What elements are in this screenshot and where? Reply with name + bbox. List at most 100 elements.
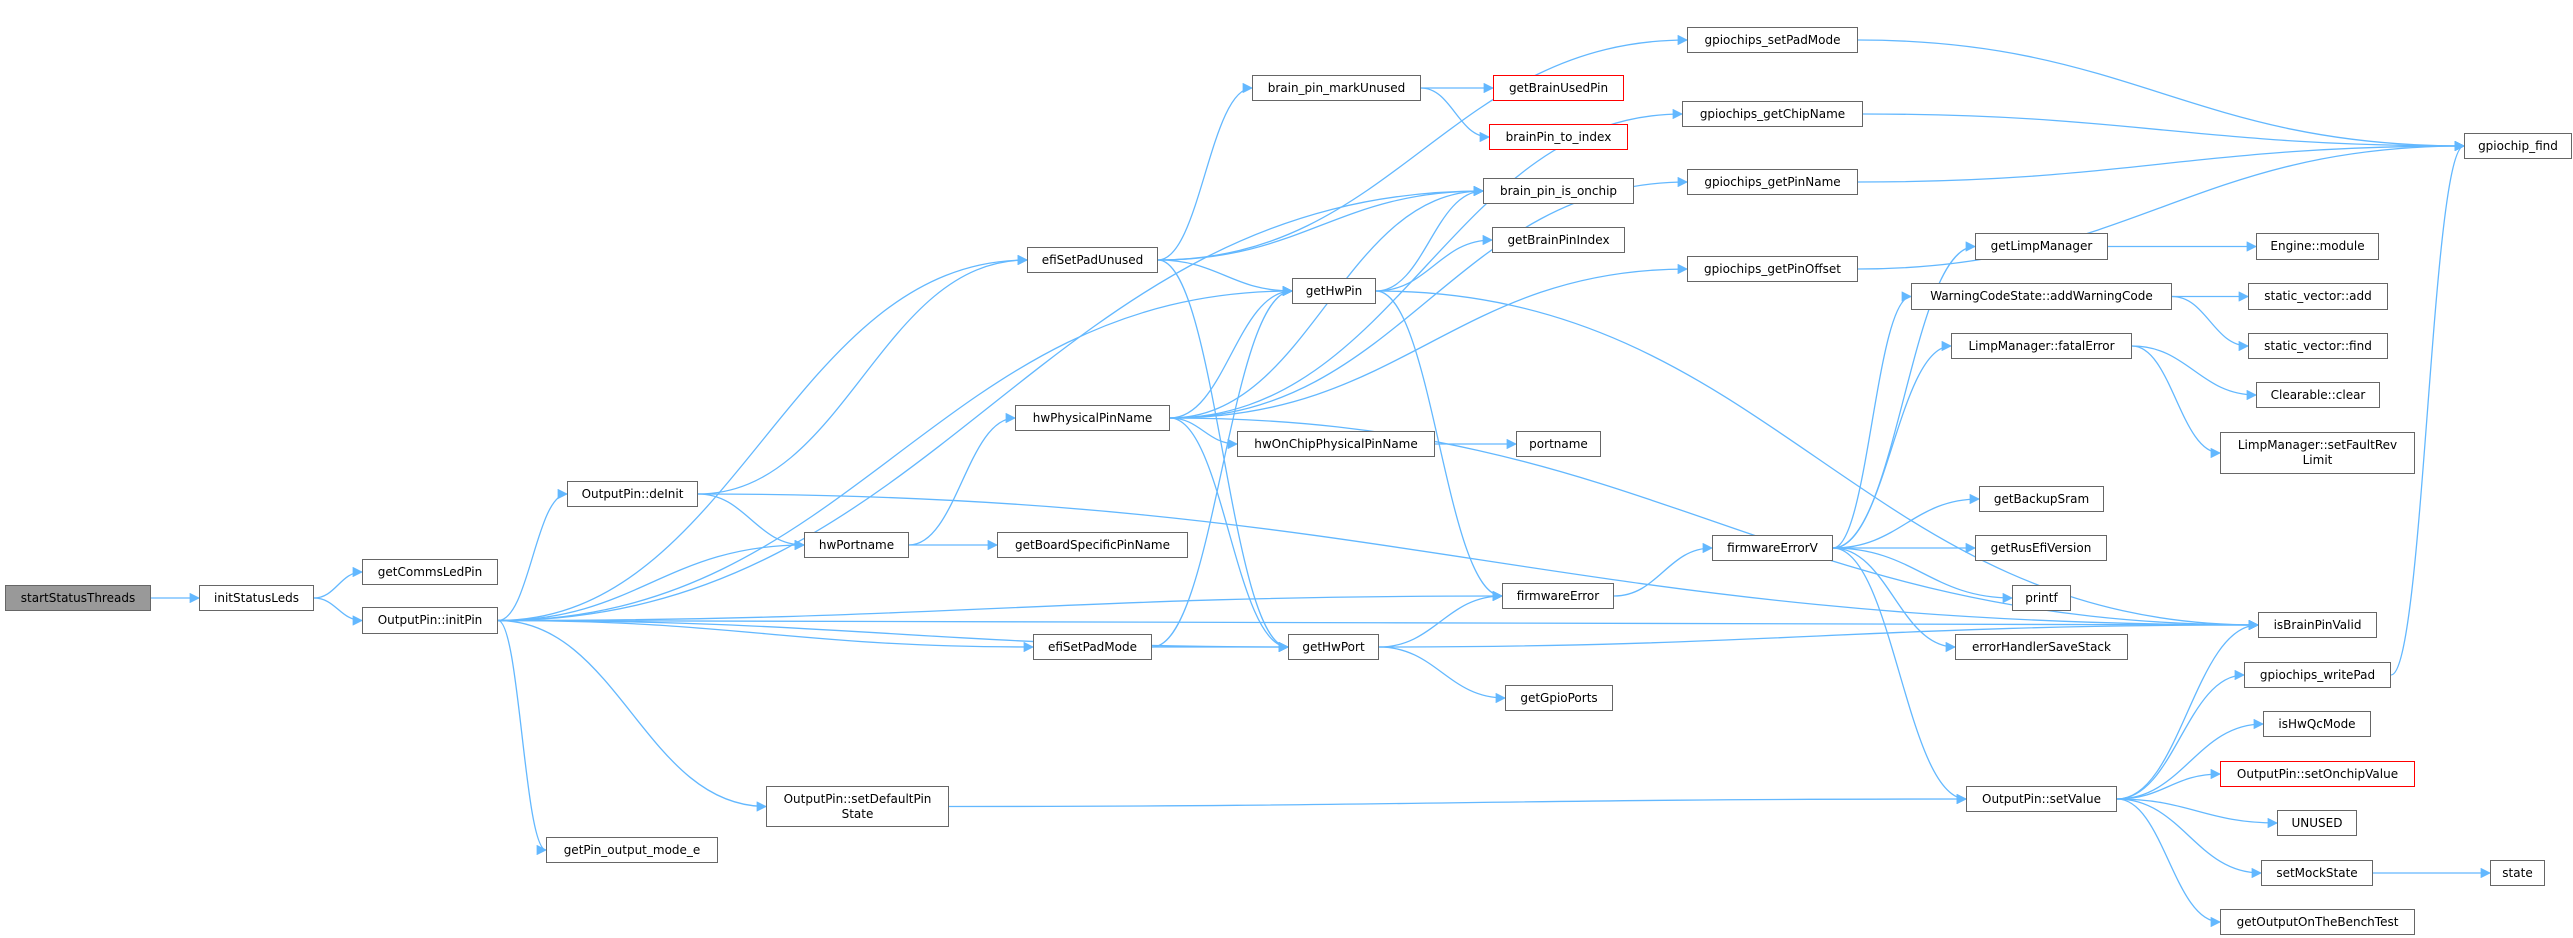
graph-node-deInit[interactable]: OutputPin::deInit [567, 481, 698, 507]
call-edge-firmwareErrorV-to-errorHandlerSaveStack [1832, 547, 1957, 653]
graph-node-hwOnChipPhysicalPinName[interactable]: hwOnChipPhysicalPinName [1237, 431, 1435, 457]
graph-node-static_vector_find[interactable]: static_vector::find [2248, 333, 2388, 359]
graph-node-hwPortname[interactable]: hwPortname [804, 532, 909, 558]
call-edge-firmwareErrorV-to-addWarningCode [1832, 291, 1913, 549]
graph-node-getBrainUsedPin[interactable]: getBrainUsedPin [1493, 75, 1624, 101]
graph-node-isHwQcMode[interactable]: isHwQcMode [2263, 711, 2371, 737]
graph-node-firmwareErrorV[interactable]: firmwareErrorV [1712, 535, 1833, 561]
call-edge-hwPhysicalPinName-to-gpiochips_getPinOffset [1169, 263, 1689, 419]
call-edge-efiSetPadUnused-to-getHwPort [1157, 259, 1290, 653]
call-edge-hwPhysicalPinName-to-hwOnChipPhysicalPinName [1169, 417, 1239, 450]
call-edge-initStatusLeds-to-getCommsLedPin [313, 566, 364, 599]
call-edge-gpiochips_getPinOffset-to-gpiochip_find [1857, 140, 2466, 270]
call-edge-initPin-to-getPin_output_mode_e [497, 619, 548, 856]
graph-node-Clearable_clear[interactable]: Clearable::clear [2256, 382, 2380, 408]
graph-node-getBrainPinIndex[interactable]: getBrainPinIndex [1492, 227, 1625, 253]
graph-node-brain_pin_is_onchip[interactable]: brain_pin_is_onchip [1483, 178, 1634, 204]
graph-node-initStatusLeds[interactable]: initStatusLeds [199, 585, 314, 611]
graph-node-setOnchipValue[interactable]: OutputPin::setOnchipValue [2220, 761, 2415, 787]
call-edge-getHwPort-to-firmwareError [1378, 590, 1504, 648]
graph-node-UNUSED[interactable]: UNUSED [2277, 810, 2357, 836]
graph-node-getBoardSpecificPinName[interactable]: getBoardSpecificPinName [997, 532, 1188, 558]
graph-node-gpiochips_getChipName[interactable]: gpiochips_getChipName [1682, 101, 1863, 127]
graph-node-hwPhysicalPinName[interactable]: hwPhysicalPinName [1015, 405, 1170, 431]
graph-node-fatalError[interactable]: LimpManager::fatalError [1951, 333, 2132, 359]
graph-node-portname[interactable]: portname [1516, 431, 1601, 457]
graph-node-Engine_module[interactable]: Engine::module [2256, 233, 2379, 260]
graph-node-getLimpManager[interactable]: getLimpManager [1975, 233, 2108, 260]
call-edge-hwPhysicalPinName-to-isBrainPinValid [1169, 417, 2260, 631]
call-edge-efiSetPadUnused-to-brain_pin_markUnused [1157, 82, 1254, 261]
graph-node-getHwPin[interactable]: getHwPin [1292, 278, 1376, 304]
call-edge-gpiochips_writePad-to-gpiochip_find [2390, 140, 2466, 676]
call-edge-initStatusLeds-to-initPin [313, 597, 364, 626]
graph-node-getCommsLedPin[interactable]: getCommsLedPin [362, 559, 498, 585]
call-edge-getHwPin-to-isBrainPinValid [1375, 290, 2260, 631]
call-edge-setValue-to-isBrainPinValid [2116, 619, 2260, 800]
call-edge-getHwPin-to-getBrainPinIndex [1375, 234, 1494, 292]
graph-node-setDefaultPinState[interactable]: OutputPin::setDefaultPin State [766, 786, 949, 827]
graph-node-brain_pin_markUnused[interactable]: brain_pin_markUnused [1252, 75, 1421, 101]
graph-node-getGpioPorts[interactable]: getGpioPorts [1505, 685, 1613, 711]
graph-node-efiSetPadMode[interactable]: efiSetPadMode [1033, 634, 1152, 660]
graph-node-gpiochips_writePad[interactable]: gpiochips_writePad [2244, 662, 2391, 688]
call-edge-setValue-to-isHwQcMode [2116, 718, 2265, 800]
call-edge-fatalError-to-Clearable_clear [2131, 345, 2258, 401]
call-edge-firmwareError-to-firmwareErrorV [1613, 542, 1714, 597]
graph-node-gpiochip_find[interactable]: gpiochip_find [2464, 133, 2572, 159]
call-edge-setDefaultPinState-to-setValue [948, 793, 1968, 808]
graph-node-state[interactable]: state [2490, 860, 2545, 886]
graph-node-startStatusThreads: startStatusThreads [5, 585, 151, 611]
call-edge-efiSetPadUnused-to-getHwPin [1157, 259, 1294, 297]
call-edge-initPin-to-brain_pin_is_onchip [497, 185, 1485, 622]
call-edge-initPin-to-setDefaultPinState [497, 619, 768, 812]
call-edge-gpiochips_getChipName-to-gpiochip_find [1862, 113, 2466, 152]
call-edge-getHwPort-to-getGpioPorts [1378, 646, 1507, 704]
graph-node-static_vector_add[interactable]: static_vector::add [2248, 283, 2388, 310]
call-edge-firmwareErrorV-to-printf [1832, 547, 2014, 604]
graph-node-efiSetPadUnused[interactable]: efiSetPadUnused [1027, 247, 1158, 273]
call-edge-efiSetPadUnused-to-brain_pin_is_onchip [1157, 185, 1485, 261]
graph-node-addWarningCode[interactable]: WarningCodeState::addWarningCode [1911, 283, 2172, 310]
graph-node-errorHandlerSaveStack[interactable]: errorHandlerSaveStack [1955, 634, 2128, 660]
call-edge-hwPhysicalPinName-to-brain_pin_is_onchip [1169, 185, 1485, 419]
graph-node-getHwPort[interactable]: getHwPort [1288, 634, 1379, 660]
call-edge-setValue-to-gpiochips_writePad [2116, 669, 2246, 800]
graph-node-printf[interactable]: printf [2012, 585, 2071, 611]
call-edge-setValue-to-getOutputOnTheBenchTest [2116, 798, 2222, 928]
graph-node-getOutputOnTheBenchTest[interactable]: getOutputOnTheBenchTest [2220, 909, 2415, 935]
graph-node-brainPin_to_index[interactable]: brainPin_to_index [1489, 124, 1628, 150]
graph-node-getPin_output_mode_e[interactable]: getPin_output_mode_e [546, 837, 718, 863]
call-edge-setValue-to-setMockState [2116, 798, 2263, 879]
graph-node-gpiochips_getPinName[interactable]: gpiochips_getPinName [1687, 169, 1858, 195]
call-edge-hwPhysicalPinName-to-getHwPin [1169, 285, 1294, 419]
graph-node-setValue[interactable]: OutputPin::setValue [1966, 786, 2117, 812]
call-edge-gpiochips_setPadMode-to-gpiochip_find [1857, 39, 2466, 152]
graph-node-initPin[interactable]: OutputPin::initPin [362, 607, 498, 634]
call-edge-deInit-to-hwPortname [697, 493, 806, 551]
call-edge-fatalError-to-setFaultRevLimit [2131, 345, 2222, 459]
call-edge-efiSetPadUnused-to-gpiochips_setPadMode [1157, 34, 1689, 261]
call-edge-initPin-to-firmwareError [497, 590, 1504, 622]
call-edge-hwPhysicalPinName-to-getHwPort [1169, 417, 1290, 653]
call-edge-hwPhysicalPinName-to-gpiochips_getPinName [1169, 176, 1689, 419]
graph-node-firmwareError[interactable]: firmwareError [1502, 583, 1614, 609]
call-edge-hwPortname-to-hwPhysicalPinName [908, 412, 1017, 546]
graph-node-getBackupSram[interactable]: getBackupSram [1979, 486, 2104, 512]
call-edge-firmwareErrorV-to-setValue [1832, 547, 1968, 805]
call-edge-getHwPin-to-brain_pin_is_onchip [1375, 185, 1485, 292]
graph-node-setMockState[interactable]: setMockState [2261, 860, 2373, 886]
graph-node-getRusEfiVersion[interactable]: getRusEfiVersion [1975, 535, 2107, 561]
graph-node-setFaultRevLimit[interactable]: LimpManager::setFaultRev Limit [2220, 432, 2415, 474]
call-edge-setValue-to-UNUSED [2116, 798, 2279, 829]
call-edge-getHwPort-to-isBrainPinValid [1378, 619, 2260, 648]
call-edge-initPin-to-getHwPin [497, 285, 1294, 622]
graph-node-gpiochips_getPinOffset[interactable]: gpiochips_getPinOffset [1687, 256, 1858, 282]
call-edge-initPin-to-efiSetPadMode [497, 619, 1035, 653]
call-edge-firmwareErrorV-to-fatalError [1832, 340, 1953, 549]
call-edge-initPin-to-efiSetPadUnused [497, 254, 1029, 622]
graph-node-gpiochips_setPadMode[interactable]: gpiochips_setPadMode [1687, 27, 1858, 53]
graph-node-isBrainPinValid[interactable]: isBrainPinValid [2258, 612, 2377, 638]
